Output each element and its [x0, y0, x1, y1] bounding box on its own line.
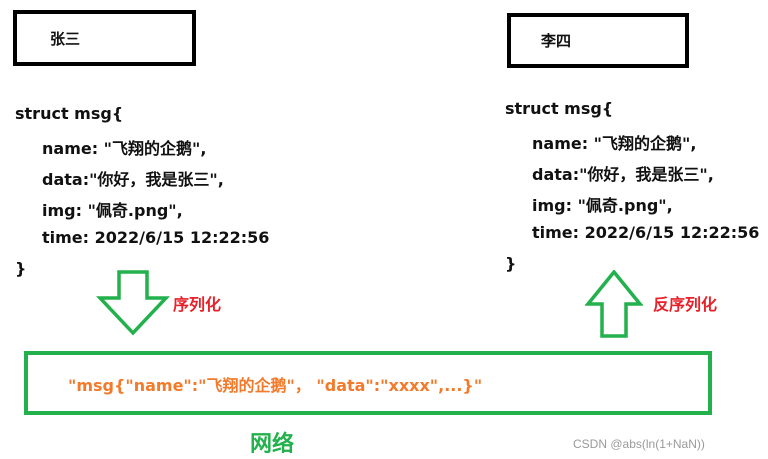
- struct-open: struct msg{: [505, 99, 614, 118]
- watermark: CSDN @abs(ln(1+NaN)): [573, 437, 705, 451]
- struct-field-data: data:"你好，我是张三",: [532, 165, 714, 184]
- struct-open: struct msg{: [15, 104, 124, 123]
- up-arrow-icon: [585, 270, 643, 338]
- struct-field-img: img: "佩奇.png",: [532, 196, 673, 215]
- struct-field-time: time: 2022/6/15 12:22:56: [42, 228, 270, 247]
- network-label: 网络: [250, 432, 295, 457]
- receiver-name-box: 李四: [507, 13, 689, 68]
- struct-close: }: [505, 254, 517, 273]
- deserialize-label: 反序列化: [653, 295, 718, 314]
- struct-close: }: [15, 259, 27, 278]
- serialized-payload: "msg{"name":"飞翔的企鹅"， "data":"xxxx",...}": [68, 376, 483, 395]
- struct-field-name: name: "飞翔的企鹅",: [42, 139, 207, 158]
- struct-field-time: time: 2022/6/15 12:22:56: [532, 223, 760, 242]
- sender-name: 张三: [50, 30, 81, 48]
- struct-field-name: name: "飞翔的企鹅",: [532, 134, 697, 153]
- receiver-name: 李四: [541, 32, 572, 50]
- network-box: [24, 351, 712, 415]
- sender-name-box: 张三: [13, 10, 196, 66]
- down-arrow-icon: [96, 270, 170, 336]
- struct-field-data: data:"你好，我是张三",: [42, 170, 224, 189]
- serialize-label: 序列化: [173, 295, 222, 314]
- struct-field-img: img: "佩奇.png",: [42, 201, 183, 220]
